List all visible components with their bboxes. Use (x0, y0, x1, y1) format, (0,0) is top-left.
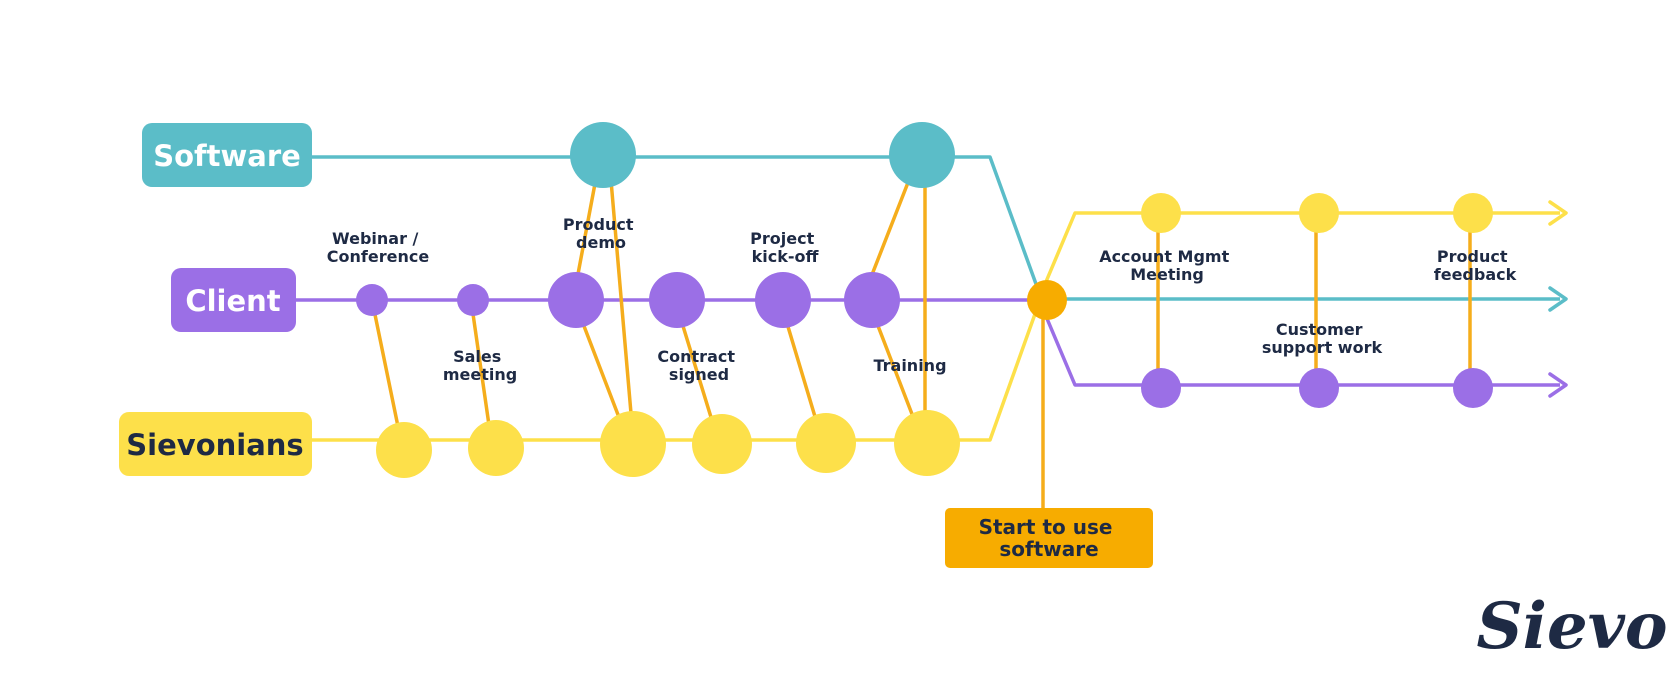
customer-support-work-label: Customer support work (1262, 320, 1383, 357)
software-node (570, 122, 636, 188)
client-label-text: Client (185, 284, 280, 318)
arrow-head-icon (1548, 372, 1568, 398)
software-lane-label: Software (142, 123, 312, 187)
contract-signed-label: Contract signed (657, 347, 740, 384)
software-label-text: Software (153, 139, 301, 173)
client-node (649, 272, 705, 328)
account-mgmt-meeting-label: Account Mgmt Meeting (1099, 247, 1235, 284)
sievonians-label-text: Sievonians (126, 428, 303, 462)
software-node (889, 122, 955, 188)
sievonians-lane-line (300, 299, 1042, 442)
client-node (356, 284, 388, 316)
sievo-logo: Sievo (1476, 589, 1667, 664)
connector-line (607, 155, 634, 427)
client-node (1453, 368, 1493, 408)
client-node (1141, 368, 1181, 408)
start-node (1027, 280, 1067, 320)
sievonians-node (1141, 193, 1181, 233)
client-branch-line (1038, 301, 1560, 387)
client-node (457, 284, 489, 316)
lane-lines (290, 155, 1560, 442)
client-node (1299, 368, 1339, 408)
training-label: Training (873, 356, 946, 375)
client-node (755, 272, 811, 328)
client-node (548, 272, 604, 328)
sievonians-node (376, 422, 432, 478)
webinar-label: Webinar / Conference (327, 229, 430, 266)
nodes (356, 122, 1493, 478)
product-feedback-label: Product feedback (1434, 247, 1517, 284)
sievonians-node (894, 410, 960, 476)
project-kickoff-label: Project kick-off (750, 229, 820, 266)
arrow-head-icon (1548, 286, 1568, 312)
arrowheads (1548, 200, 1568, 398)
start-to-use-box: Start to use software (945, 508, 1153, 568)
sievonians-node (1453, 193, 1493, 233)
event-labels: Webinar / Conference Sales meeting Produ… (327, 215, 1517, 384)
sievonians-node (468, 420, 524, 476)
sievonians-node (1299, 193, 1339, 233)
product-demo-label: Product demo (563, 215, 639, 252)
sales-meeting-label: Sales meeting (443, 347, 517, 384)
connector-line (370, 298, 404, 448)
start-to-use-text: Start to use software (979, 515, 1120, 561)
sievonians-node (600, 411, 666, 477)
sievonians-node (692, 414, 752, 474)
arrow-head-icon (1548, 200, 1568, 226)
client-lane-label: Client (171, 268, 296, 332)
client-node (844, 272, 900, 328)
software-lane-line (300, 155, 1042, 296)
sievonians-branch-line (1038, 211, 1560, 297)
sievonians-node (796, 413, 856, 473)
sievonians-lane-label: Sievonians (119, 412, 312, 476)
